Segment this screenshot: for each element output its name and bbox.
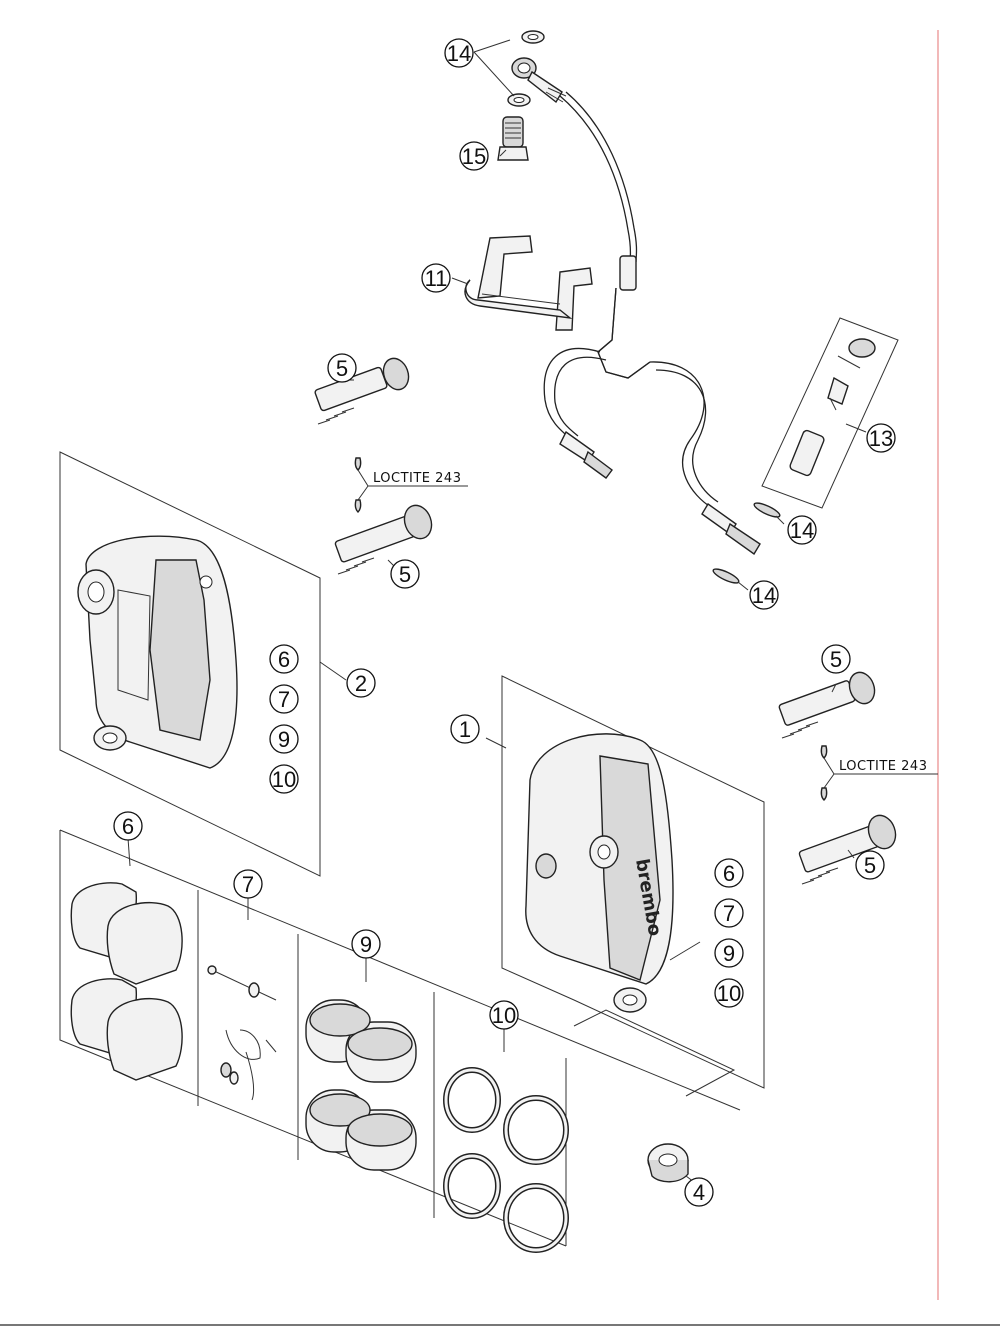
svg-text:10: 10 [272, 767, 296, 792]
svg-text:6: 6 [723, 861, 735, 886]
svg-text:14: 14 [447, 41, 471, 66]
loctite-label-right: LOCTITE 243 [839, 759, 927, 774]
left-hose [543, 347, 601, 441]
svg-text:7: 7 [723, 901, 735, 926]
svg-text:14: 14 [790, 518, 814, 543]
svg-text:10: 10 [492, 1003, 516, 1028]
svg-text:5: 5 [864, 853, 876, 878]
callout-6: 6 [269, 644, 299, 674]
callout-5: 5 [855, 850, 885, 880]
splitter-fitting [597, 255, 651, 379]
callout-6: 6 [113, 811, 143, 841]
loctite-label-upper: LOCTITE 243 [373, 471, 461, 486]
callout-7: 7 [269, 684, 299, 714]
svg-text:5: 5 [830, 647, 842, 672]
piston-seals [443, 1067, 569, 1253]
mounting-bolt-right-1 [778, 671, 876, 739]
callout-10: 10 [269, 764, 299, 794]
right-hose [649, 361, 713, 509]
svg-text:5: 5 [336, 356, 348, 381]
svg-text:9: 9 [278, 727, 290, 752]
callout-5: 5 [327, 353, 357, 383]
pistons [305, 999, 417, 1171]
caliper-1-frame [501, 675, 765, 1089]
callout-7: 7 [233, 869, 263, 899]
svg-text:7: 7 [278, 687, 290, 712]
callout-5: 5 [390, 559, 420, 589]
hose-bracket [464, 235, 593, 331]
callout-5: 5 [821, 644, 851, 674]
caliper-left [77, 535, 238, 769]
svg-text:6: 6 [122, 814, 134, 839]
callout-9: 9 [351, 929, 381, 959]
callout-14: 14 [787, 515, 817, 545]
svg-text:9: 9 [360, 932, 372, 957]
bleeder-kit [761, 317, 899, 509]
svg-text:2: 2 [355, 671, 367, 696]
mounting-bolt-right-2 [798, 814, 897, 885]
callout-6: 6 [714, 858, 744, 888]
callout-10: 10 [489, 1000, 519, 1030]
callout-1: 1 [450, 714, 480, 744]
callout-10: 10 [714, 978, 744, 1008]
callout-15: 15 [459, 141, 489, 171]
callout-9: 9 [714, 938, 744, 968]
svg-text:13: 13 [869, 426, 893, 451]
svg-text:15: 15 [462, 144, 486, 169]
brake-hose-assembly [464, 30, 781, 584]
kit-frame [59, 829, 741, 1247]
callout-14: 14 [749, 580, 779, 610]
svg-text:14: 14 [752, 583, 776, 608]
callout-9: 9 [269, 724, 299, 754]
caliper-2-frame [59, 451, 321, 877]
svg-text:11: 11 [425, 266, 448, 291]
svg-text:9: 9 [723, 941, 735, 966]
mounting-bolt-upper-2 [334, 504, 433, 575]
mounting-bolt-upper-1 [314, 357, 410, 425]
banjo-fitting [511, 57, 567, 104]
pad-pins [207, 965, 277, 1101]
loctite-drop [354, 457, 362, 471]
callout-4: 4 [684, 1177, 714, 1207]
brake-pads [70, 882, 183, 1081]
svg-text:5: 5 [399, 562, 411, 587]
callouts: 14 15 11 5 13 14 5 14 6 2 7 9 10 1 5 5 6… [113, 38, 896, 1207]
svg-text:4: 4 [693, 1180, 705, 1205]
callout-14: 14 [444, 38, 474, 68]
spacer-washer [647, 1143, 689, 1183]
callout-11: 11 [421, 263, 451, 293]
svg-text:1: 1 [459, 717, 471, 742]
callout-13: 13 [866, 423, 896, 453]
upper-hose [559, 95, 632, 263]
svg-text:10: 10 [717, 981, 741, 1006]
caliper-right: brembo [525, 733, 674, 1013]
callout-7: 7 [714, 898, 744, 928]
svg-text:6: 6 [278, 647, 290, 672]
svg-text:7: 7 [242, 872, 254, 897]
callout-2: 2 [346, 668, 376, 698]
